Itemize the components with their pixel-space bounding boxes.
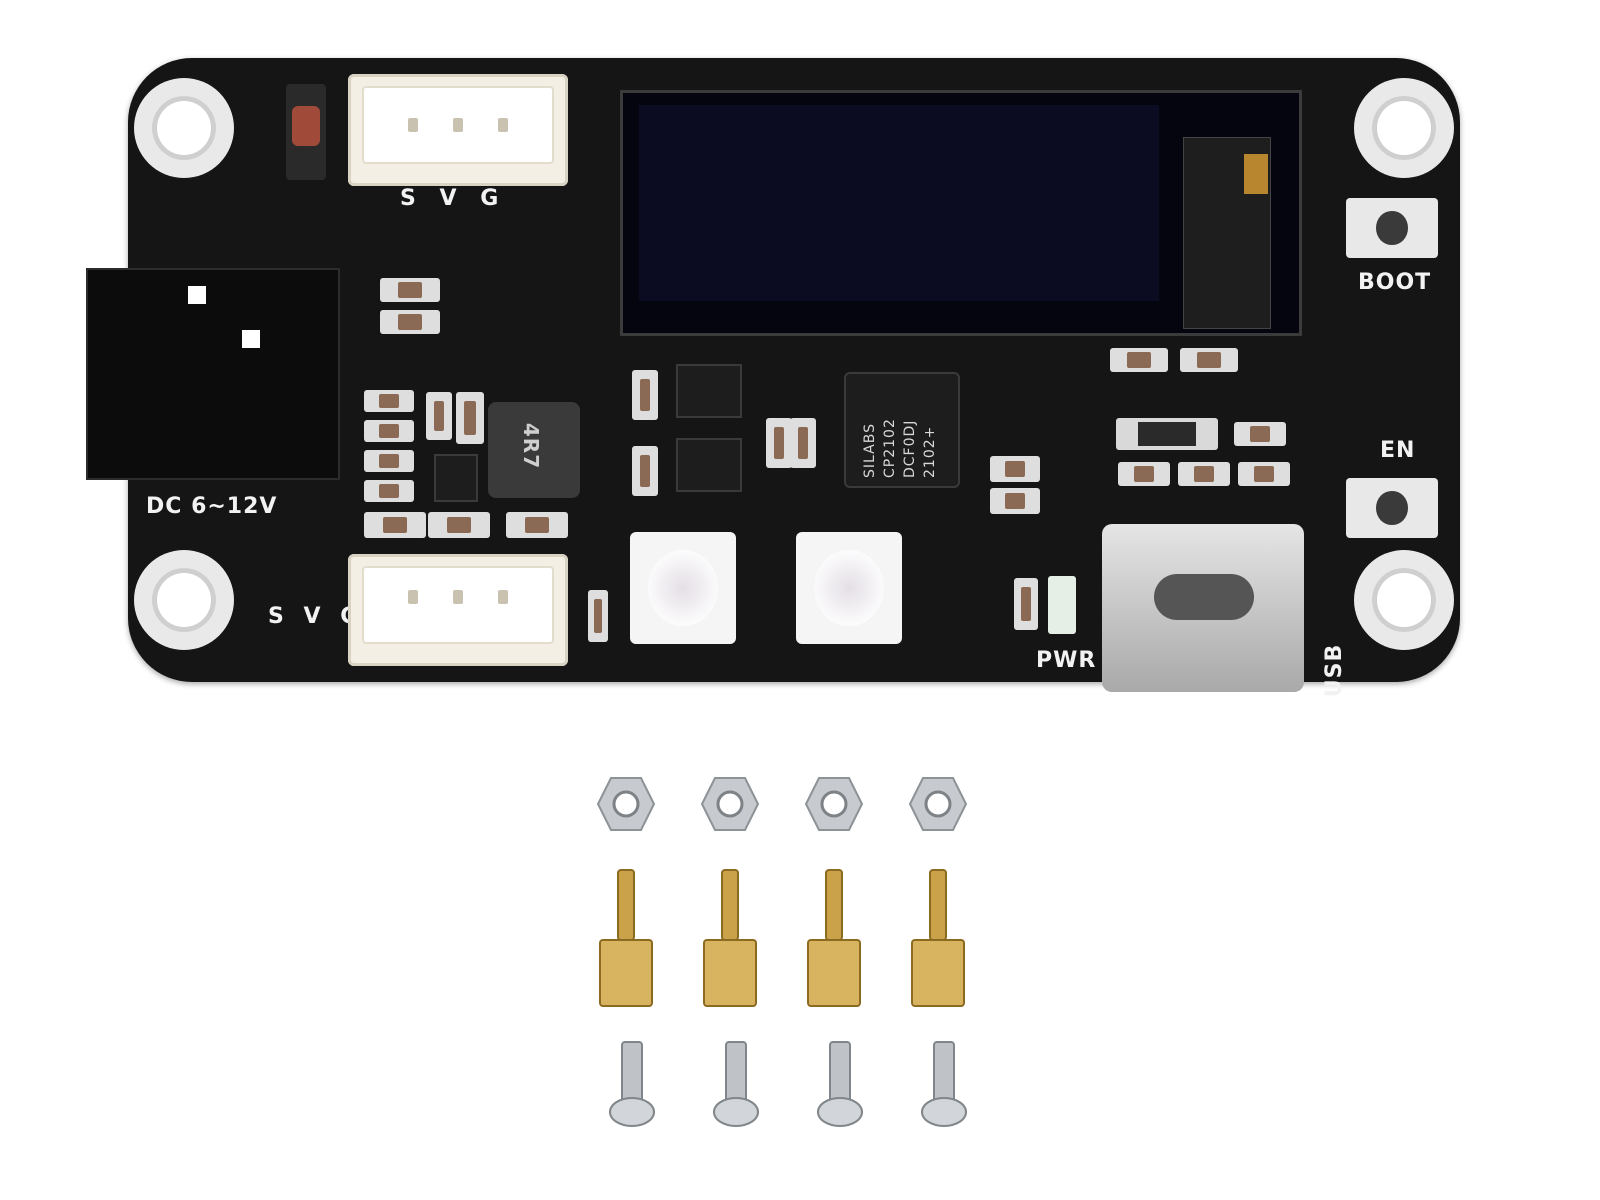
smd-resistor xyxy=(1238,462,1290,486)
usb-label: USB xyxy=(1322,643,1348,698)
transistor xyxy=(676,364,742,418)
schottky-diode xyxy=(1116,418,1218,450)
oled-display xyxy=(620,90,1302,336)
mounting-hole-top-left xyxy=(134,78,234,178)
smd-capacitor xyxy=(1180,348,1238,372)
chip-line: CP2102 xyxy=(882,418,898,478)
mounting-hole-bottom-right xyxy=(1354,550,1454,650)
pwr-label: PWR xyxy=(1036,648,1097,673)
hex-nut xyxy=(700,777,760,831)
en-button[interactable] xyxy=(1346,478,1438,538)
steel-screw xyxy=(921,1041,967,1127)
smd-resistor xyxy=(790,418,816,468)
rgb-led xyxy=(796,532,902,644)
smd-resistor xyxy=(1178,462,1230,486)
servo-connector-top xyxy=(348,74,568,186)
smd-resistor xyxy=(766,418,792,468)
hex-nut xyxy=(908,777,968,831)
chip-line: DCF0DJ xyxy=(902,419,918,478)
smd-capacitor xyxy=(990,488,1040,514)
left-connector-pin-label: S V G xyxy=(268,604,360,629)
usb-c-port[interactable] xyxy=(1102,524,1304,692)
servo-connector-bottom xyxy=(348,554,568,666)
power-led xyxy=(1048,576,1076,634)
smd-capacitor xyxy=(428,512,490,538)
smd-resistor xyxy=(364,390,414,412)
smd-capacitor xyxy=(364,512,426,538)
smd-capacitor xyxy=(990,456,1040,482)
dc-jack xyxy=(86,268,340,480)
diode xyxy=(286,84,326,180)
boot-button[interactable] xyxy=(1346,198,1438,258)
smd-capacitor xyxy=(380,310,440,334)
smd-resistor xyxy=(364,480,414,502)
oled-screen xyxy=(639,105,1159,301)
usb-uart-chip: SILABS CP2102 DCF0DJ 2102+ xyxy=(844,372,960,488)
power-inductor: 4R7 xyxy=(488,402,580,498)
smd-resistor xyxy=(364,450,414,472)
steel-screw xyxy=(609,1041,655,1127)
smd-capacitor xyxy=(588,590,608,642)
smd-resistor xyxy=(426,392,452,440)
boot-label: BOOT xyxy=(1358,270,1432,295)
smd-capacitor xyxy=(1110,348,1168,372)
chip-line: SILABS xyxy=(862,423,878,478)
regulator-ic xyxy=(434,454,478,502)
brass-standoff xyxy=(911,869,965,1007)
smd-capacitor xyxy=(380,278,440,302)
smd-resistor xyxy=(632,446,658,496)
rgb-led xyxy=(630,532,736,644)
steel-screw xyxy=(713,1041,759,1127)
top-connector-pin-label: S V G xyxy=(400,186,500,211)
pcb-board: S V G DC 6~12V BOOT EN 4R7 xyxy=(86,58,1460,697)
brass-standoff xyxy=(807,869,861,1007)
en-label: EN xyxy=(1380,438,1416,463)
oled-ribbon xyxy=(1183,137,1271,329)
smd-resistor xyxy=(632,370,658,420)
smd-capacitor xyxy=(506,512,568,538)
smd-capacitor xyxy=(1234,422,1286,446)
transistor xyxy=(676,438,742,492)
hex-nut xyxy=(804,777,864,831)
mounting-hole-bottom-left xyxy=(134,550,234,650)
steel-screw xyxy=(817,1041,863,1127)
hex-nut xyxy=(596,777,656,831)
brass-standoff xyxy=(599,869,653,1007)
smd-capacitor xyxy=(1118,462,1170,486)
mounting-hole-top-right xyxy=(1354,78,1454,178)
dc-input-label: DC 6~12V xyxy=(146,494,278,519)
smd-resistor xyxy=(364,420,414,442)
smd-resistor xyxy=(1014,578,1038,630)
smd-capacitor xyxy=(456,392,484,444)
brass-standoff xyxy=(703,869,757,1007)
chip-line: 2102+ xyxy=(922,425,938,478)
